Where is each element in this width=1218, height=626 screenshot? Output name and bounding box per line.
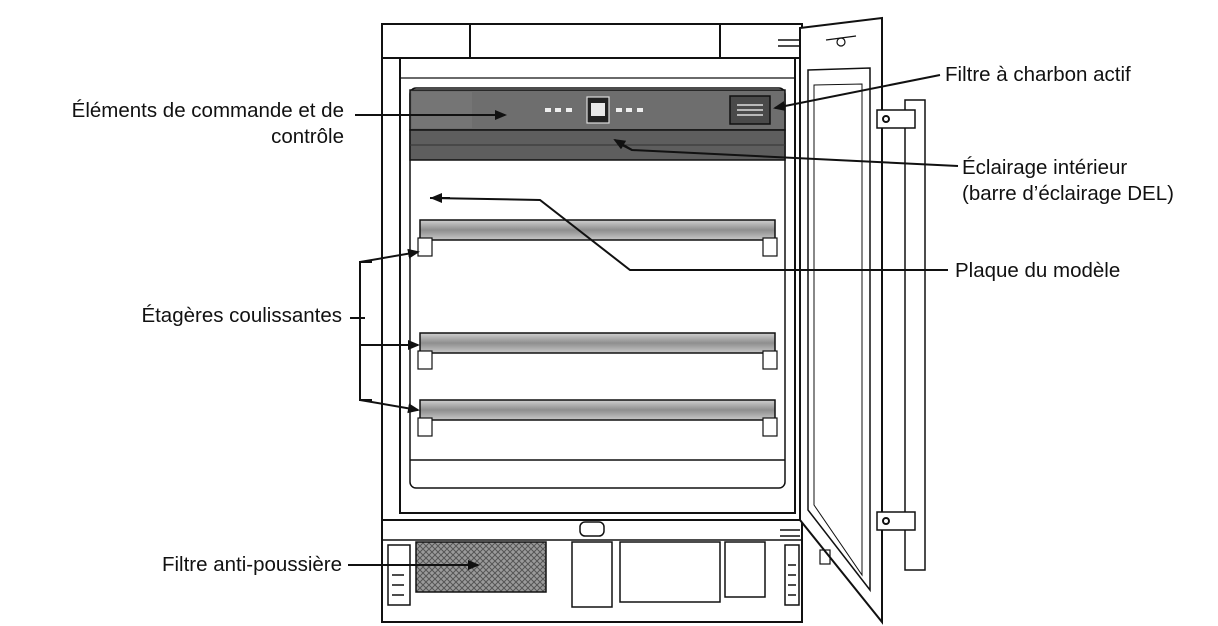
label-control-elements-line2: contrôle	[271, 125, 344, 148]
label-control-elements: Éléments de commande et de contrôle	[0, 98, 344, 150]
shelf-top	[417, 219, 778, 257]
label-shelves-text: Étagères coulissantes	[141, 304, 342, 327]
shelf-bottom	[417, 399, 778, 437]
label-charcoal-filter: Filtre à charbon actif	[945, 62, 1131, 88]
control-panel	[409, 89, 786, 161]
label-interior-light-line2: (barre d’éclairage DEL)	[962, 182, 1174, 205]
label-interior-light-line1: Éclairage intérieur	[962, 156, 1128, 179]
label-model-plate: Plaque du modèle	[955, 258, 1120, 284]
label-shelves: Étagères coulissantes	[0, 303, 342, 329]
label-dust-filter: Filtre anti-poussière	[0, 552, 342, 578]
label-interior-light: Éclairage intérieur (barre d’éclairage D…	[962, 155, 1174, 207]
label-model-plate-text: Plaque du modèle	[955, 259, 1121, 282]
open-door	[778, 16, 926, 625]
leader-lines	[348, 74, 959, 570]
base-plinth	[382, 519, 802, 608]
label-control-elements-line1: Éléments de commande et de	[71, 99, 344, 122]
label-dust-filter-text: Filtre anti-poussière	[161, 553, 342, 576]
shelf-middle	[417, 332, 778, 370]
inner-liner	[409, 87, 786, 489]
label-charcoal-filter-text: Filtre à charbon actif	[945, 63, 1131, 86]
